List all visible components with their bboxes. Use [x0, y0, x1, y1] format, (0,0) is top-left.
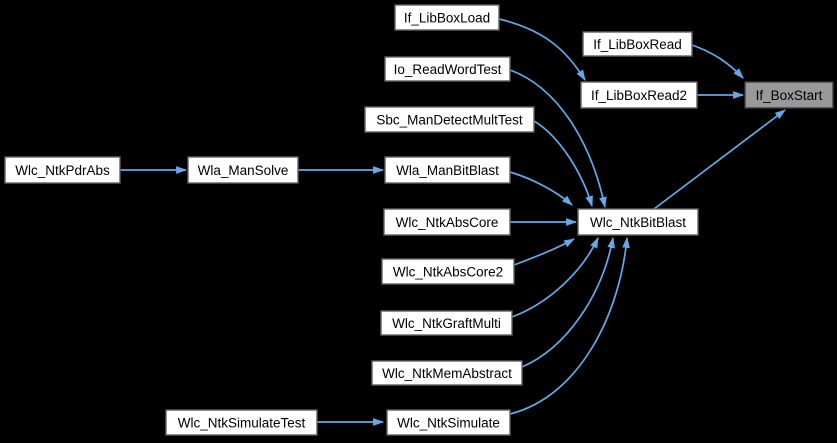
edge-If_LibBoxLoad-to-If_LibBoxRead2 [498, 18, 586, 81]
node-If_BoxStart: If_BoxStart [744, 81, 834, 109]
node-If_LibBoxRead[interactable]: If_LibBoxRead [582, 31, 693, 57]
node-Wlc_NtkBitBlast[interactable]: Wlc_NtkBitBlast [577, 208, 699, 236]
edges-layer [120, 18, 786, 426]
node-Wlc_NtkAbsCore[interactable]: Wlc_NtkAbsCore [383, 208, 511, 236]
nodes-layer: If_LibBoxLoadIf_LibBoxReadIo_ReadWordTes… [4, 4, 834, 436]
node-box-Wla_ManSolve[interactable] [187, 156, 299, 184]
node-box-Sbc_ManDetectMultTest[interactable] [364, 106, 535, 133]
node-Io_ReadWordTest[interactable]: Io_ReadWordTest [384, 56, 511, 82]
node-Wlc_NtkPdrAbs[interactable]: Wlc_NtkPdrAbs [4, 156, 121, 184]
node-Wlc_NtkSimulate[interactable]: Wlc_NtkSimulate [386, 409, 511, 436]
node-Sbc_ManDetectMultTest[interactable]: Sbc_ManDetectMultTest [364, 106, 535, 133]
node-box-Wlc_NtkAbsCore2[interactable] [381, 258, 515, 285]
node-box-Wlc_NtkPdrAbs[interactable] [4, 156, 121, 184]
node-Wla_ManSolve[interactable]: Wla_ManSolve [187, 156, 299, 184]
node-box-Wlc_NtkBitBlast[interactable] [577, 208, 699, 236]
node-label-Wlc_NtkBitBlast: Wlc_NtkBitBlast [590, 215, 686, 230]
node-Wla_ManBitBlast[interactable]: Wla_ManBitBlast [384, 156, 511, 184]
edge-Wlc_NtkMemAbstract-to-Wlc_NtkBitBlast [521, 236, 615, 368]
node-label-Wlc_NtkSimulate: Wlc_NtkSimulate [397, 415, 500, 430]
edge-Wlc_NtkBitBlast-to-If_BoxStart [653, 109, 786, 210]
node-label-Io_ReadWordTest: Io_ReadWordTest [394, 62, 502, 77]
node-Wlc_NtkAbsCore2[interactable]: Wlc_NtkAbsCore2 [381, 258, 515, 285]
node-label-Wlc_NtkGraftMulti: Wlc_NtkGraftMulti [392, 316, 501, 331]
node-Wlc_NtkMemAbstract[interactable]: Wlc_NtkMemAbstract [371, 360, 523, 386]
node-label-Sbc_ManDetectMultTest: Sbc_ManDetectMultTest [376, 112, 523, 127]
edge-Wlc_NtkSimulate-to-Wlc_NtkBitBlast [509, 236, 630, 415]
node-box-Wlc_NtkAbsCore[interactable] [383, 208, 511, 236]
node-Wlc_NtkSimulateTest[interactable]: Wlc_NtkSimulateTest [165, 409, 318, 436]
node-box-If_LibBoxLoad[interactable] [394, 4, 500, 31]
node-label-Wlc_NtkAbsCore2: Wlc_NtkAbsCore2 [393, 264, 503, 279]
node-label-If_LibBoxRead: If_LibBoxRead [593, 37, 682, 52]
node-If_LibBoxRead2[interactable]: If_LibBoxRead2 [580, 81, 698, 109]
node-label-Wla_ManSolve: Wla_ManSolve [198, 163, 289, 178]
node-box-Wlc_NtkMemAbstract[interactable] [371, 360, 523, 386]
edge-If_LibBoxRead-to-If_BoxStart [691, 44, 744, 79]
node-Wlc_NtkGraftMulti[interactable]: Wlc_NtkGraftMulti [380, 310, 513, 336]
edge-Wlc_NtkGraftMulti-to-Wlc_NtkBitBlast [511, 237, 599, 318]
node-label-If_BoxStart: If_BoxStart [756, 88, 823, 103]
node-box-If_LibBoxRead[interactable] [582, 31, 693, 57]
node-label-Wlc_NtkSimulateTest: Wlc_NtkSimulateTest [178, 415, 306, 430]
node-box-Wla_ManBitBlast[interactable] [384, 156, 511, 184]
node-If_LibBoxLoad[interactable]: If_LibBoxLoad [394, 4, 500, 31]
node-label-Wlc_NtkMemAbstract: Wlc_NtkMemAbstract [382, 366, 512, 381]
edge-Wla_ManBitBlast-to-Wlc_NtkBitBlast [509, 171, 573, 206]
edge-Io_ReadWordTest-to-Wlc_NtkBitBlast [509, 69, 607, 209]
node-box-Wlc_NtkSimulateTest[interactable] [165, 409, 318, 436]
node-box-Wlc_NtkSimulate[interactable] [386, 409, 511, 436]
node-label-If_LibBoxRead2: If_LibBoxRead2 [591, 88, 687, 103]
edge-Wlc_NtkAbsCore2-to-Wlc_NtkBitBlast [513, 238, 575, 266]
node-label-Wla_ManBitBlast: Wla_ManBitBlast [396, 163, 499, 178]
node-box-Wlc_NtkGraftMulti[interactable] [380, 310, 513, 336]
node-box-If_BoxStart [744, 81, 834, 109]
node-label-If_LibBoxLoad: If_LibBoxLoad [404, 10, 490, 25]
node-label-Wlc_NtkPdrAbs: Wlc_NtkPdrAbs [15, 163, 110, 178]
node-label-Wlc_NtkAbsCore: Wlc_NtkAbsCore [396, 215, 499, 230]
node-box-Io_ReadWordTest[interactable] [384, 56, 511, 82]
edge-Sbc_ManDetectMultTest-to-Wlc_NtkBitBlast [533, 120, 593, 208]
node-box-If_LibBoxRead2[interactable] [580, 81, 698, 109]
